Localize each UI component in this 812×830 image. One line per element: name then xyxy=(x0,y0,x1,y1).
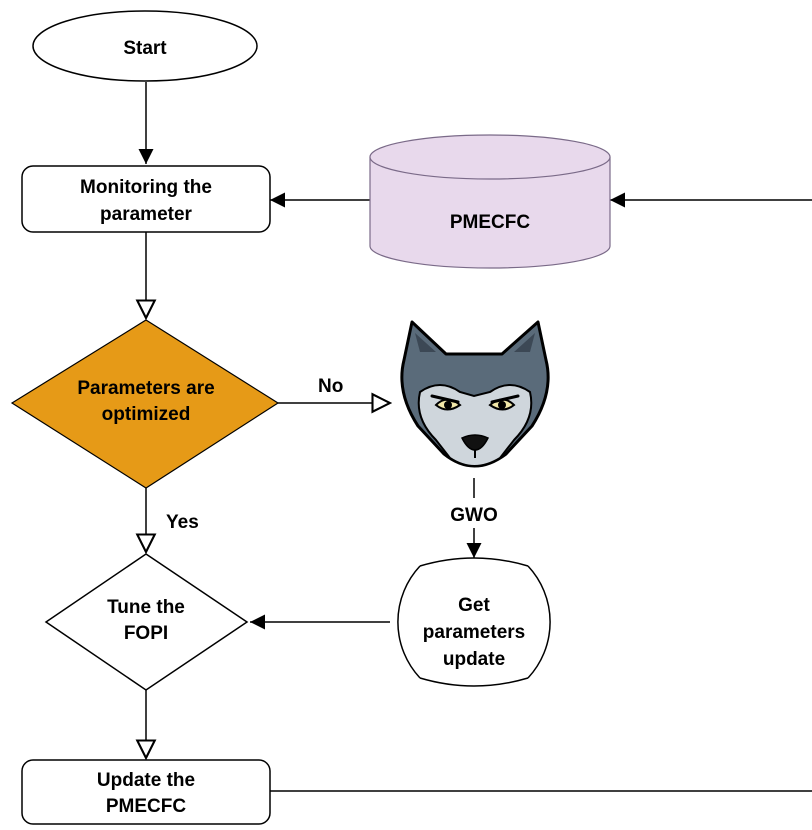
tune-node: Tune the FOPI xyxy=(44,553,249,691)
monitor-label-line1: Monitoring the xyxy=(80,177,212,198)
update-node: Update the PMECFC xyxy=(21,759,271,825)
database-label: PMECFC xyxy=(450,212,531,233)
get-update-label-line3: update xyxy=(443,649,505,670)
update-label-line2: PMECFC xyxy=(106,796,187,817)
wolf-icon xyxy=(400,320,550,468)
decision-label-line2: optimized xyxy=(102,404,191,425)
database-node: PMECFC xyxy=(369,134,611,269)
get-update-label-line1: Get xyxy=(458,595,490,616)
start-node: Start xyxy=(32,10,258,82)
edge-yes-label: Yes xyxy=(166,512,199,533)
edge-no-label: No xyxy=(318,376,343,397)
get-update-label-line2: parameters xyxy=(423,622,525,643)
monitor-node: Monitoring the parameter xyxy=(21,165,271,233)
decision-label-line1: Parameters are xyxy=(77,378,214,399)
gwo-label: GWO xyxy=(450,505,498,526)
tune-label-line1: Tune the xyxy=(107,597,185,618)
decision-node: Parameters are optimized xyxy=(10,319,280,489)
update-label-line1: Update the xyxy=(97,770,195,791)
tune-label-line2: FOPI xyxy=(124,623,168,644)
start-label: Start xyxy=(123,38,167,59)
monitor-label-line2: parameter xyxy=(100,204,192,225)
get-update-node: Get parameters update xyxy=(397,557,551,687)
